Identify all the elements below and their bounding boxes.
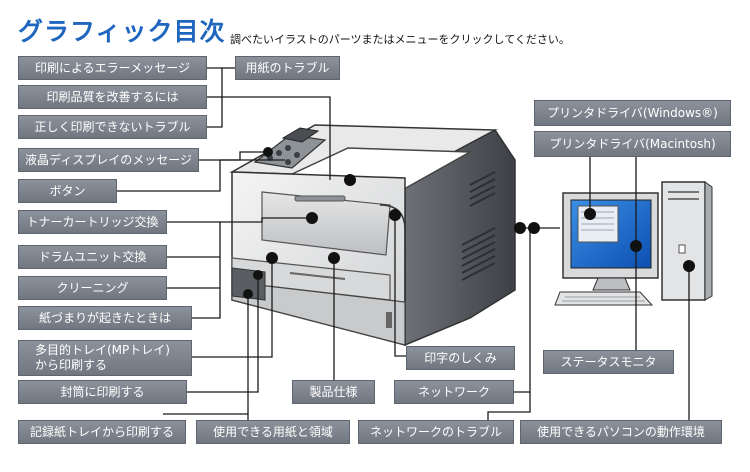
buttons-button[interactable]: ボタン <box>18 179 117 203</box>
print-mechanism-button[interactable]: 印字のしくみ <box>406 346 515 370</box>
status-monitor-button[interactable]: ステータスモニタ <box>543 350 674 374</box>
mp-tray-label-line2: から印刷する <box>35 358 108 372</box>
mp-tray-print-button[interactable]: 多目的トレイ(MPトレイ) から印刷する <box>18 340 192 376</box>
driver-macintosh-button[interactable]: プリンタドライバ(Macintosh) <box>534 131 731 157</box>
driver-windows-button[interactable]: プリンタドライバ(Windows®) <box>534 100 731 126</box>
lcd-message-button[interactable]: 液晶ディスプレイのメッセージ <box>18 148 199 172</box>
mp-tray-label-line1: 多目的トレイ(MPトレイ) <box>35 343 170 357</box>
network-button[interactable]: ネットワーク <box>394 380 514 404</box>
drum-replace-button[interactable]: ドラムユニット交換 <box>18 245 167 269</box>
cleaning-button[interactable]: クリーニング <box>18 276 167 300</box>
cannot-print-button[interactable]: 正しく印刷できないトラブル <box>18 115 207 139</box>
network-trouble-button[interactable]: ネットワークのトラブル <box>358 420 514 444</box>
page-instruction: 調べたいイラストのパーツまたはメニューをクリックしてください。 <box>230 33 570 46</box>
error-message-button[interactable]: 印刷によるエラーメッセージ <box>18 56 207 80</box>
envelope-print-button[interactable]: 封筒に印刷する <box>18 380 187 404</box>
printer-body <box>229 124 516 347</box>
specifications-button[interactable]: 製品仕様 <box>292 380 375 404</box>
print-quality-button[interactable]: 印刷品質を改善するには <box>18 85 207 109</box>
usable-paper-button[interactable]: 使用できる用紙と領域 <box>196 420 350 444</box>
toner-replace-button[interactable]: トナーカートリッジ交換 <box>18 210 167 234</box>
paper-jam-button[interactable]: 紙づまりが起きたときは <box>18 306 192 330</box>
paper-trouble-button[interactable]: 用紙のトラブル <box>235 56 340 80</box>
page-title: グラフィック目次 <box>18 17 226 46</box>
pc-environment-button[interactable]: 使用できるパソコンの動作環境 <box>520 420 722 444</box>
paper-tray-print-button[interactable]: 記録紙トレイから印刷する <box>18 420 186 444</box>
